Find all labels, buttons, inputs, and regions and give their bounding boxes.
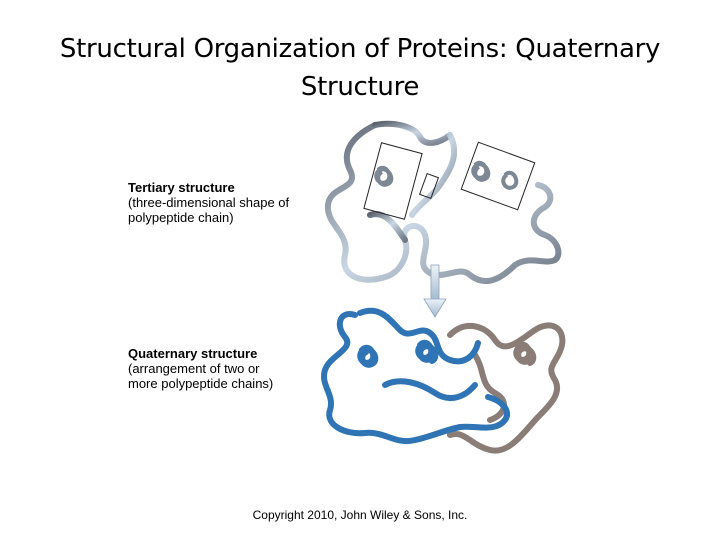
quaternary-gray-chain — [447, 322, 566, 454]
quaternary-blue-chain — [320, 307, 510, 445]
quaternary-structure-desc-line-1: (arrangement of two or — [128, 361, 260, 376]
quaternary-structure-desc-line-2: more polypeptide chains) — [128, 376, 274, 391]
tertiary-structure-label: Tertiary structure (three-dimensional sh… — [128, 180, 328, 225]
slide-title-line-2: Structure — [300, 72, 420, 102]
quaternary-structure-label: Quaternary structure (arrangement of two… — [128, 346, 328, 391]
transition-arrow — [423, 264, 447, 318]
helix-box-left — [363, 142, 423, 220]
tertiary-structure-heading: Tertiary structure — [128, 180, 235, 195]
tertiary-structure-desc-line-1: (three-dimensional shape of — [128, 195, 290, 210]
slide-title: Structural Organization of Proteins: Qua… — [30, 30, 690, 106]
helix-box-center — [418, 172, 440, 200]
protein-structure-figure — [320, 120, 566, 454]
tertiary-chain — [324, 120, 562, 285]
quaternary-structure-heading: Quaternary structure — [128, 346, 258, 361]
tertiary-helix-right — [471, 160, 519, 190]
helix-box-right — [460, 141, 536, 211]
copyright-footer: Copyright 2010, John Wiley & Sons, Inc. — [252, 508, 468, 522]
tertiary-structure-desc-line-2: polypeptide chain) — [128, 210, 234, 225]
slide-title-line-1: Structural Organization of Proteins: Qua… — [59, 34, 661, 64]
tertiary-helix-left — [374, 165, 394, 187]
